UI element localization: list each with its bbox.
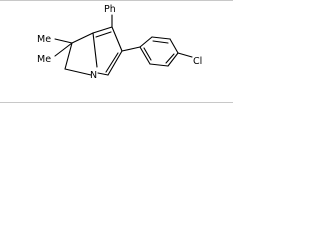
bond-methyl-lower: [54, 42, 73, 57]
bond-ch2-to-nitrogen: [64, 68, 92, 76]
molecule-drawing: Ph Me Me N Cl: [37, 4, 202, 81]
bond-aryl-4-double: [165, 53, 175, 64]
bond-methyl-upper: [54, 38, 73, 44]
bond-pyrrole-bottom-right: [107, 50, 123, 76]
bond-to-aryl: [121, 46, 141, 52]
label-phenyl: Ph: [104, 4, 116, 15]
label-chloro: Cl: [193, 56, 202, 67]
bond-ring-ch2-top: [71, 32, 94, 44]
bond-pyrrole-top: [92, 26, 113, 34]
bond-aryl-6: [139, 46, 151, 65]
bond-aryl-4: [167, 52, 179, 67]
bond-aryl-6-double: [143, 47, 152, 61]
bond-ring-ch2-left: [64, 42, 73, 70]
bond-aryl-5: [149, 63, 169, 67]
label-methyl-lower: Me: [37, 54, 51, 65]
bond-aryl-2-double: [152, 40, 169, 44]
label-methyl-upper: Me: [37, 34, 51, 45]
label-nitrogen: N: [90, 70, 97, 81]
bond-pyrrole-bottom-right-double: [105, 52, 119, 73]
bond-fusion: [92, 32, 98, 68]
bond-aryl-3: [169, 38, 179, 54]
bond-aryl-2: [151, 36, 171, 40]
bond-pyrrole-nitrogen: [97, 72, 109, 76]
bond-aryl-1: [139, 36, 153, 48]
bond-to-chlorine: [177, 52, 193, 58]
bond-pyrrole-top-double: [95, 31, 112, 38]
bond-pyrrole-right: [111, 26, 123, 52]
structure-canvas: Ph Me Me N Cl: [0, 0, 233, 103]
